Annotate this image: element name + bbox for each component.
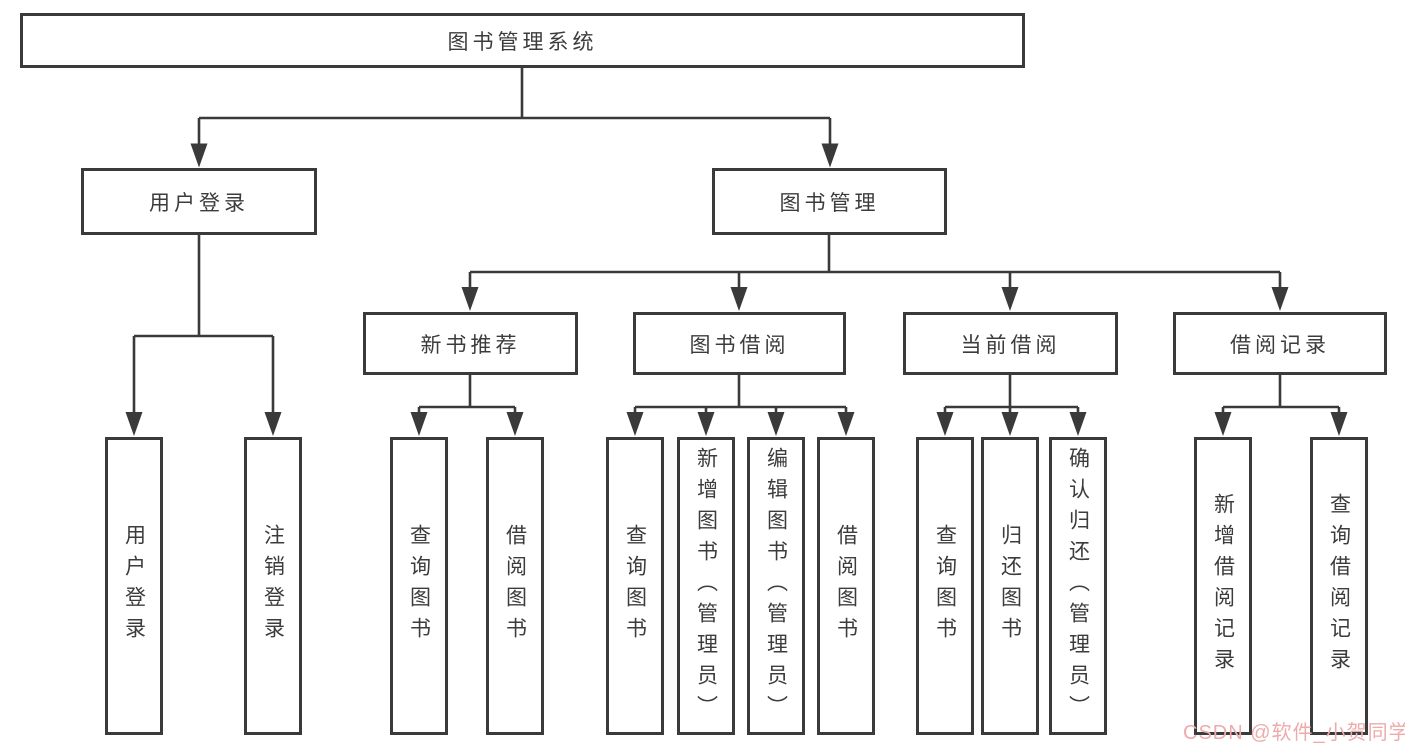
leaf-borrow-books-borrowing-label: 借阅图书: [834, 524, 858, 648]
leaf-logout-login-label: 注销登录: [261, 524, 285, 648]
leaf-query-borrow-record-label: 查询借阅记录: [1327, 493, 1351, 679]
connector-borrow-records-children: [1214, 375, 1348, 436]
leaf-edit-book-admin-label: 编辑图书（管理员）: [764, 446, 788, 726]
connector-user-login-children: [125, 235, 282, 436]
node-book-borrowing-label: 图书借阅: [689, 333, 790, 357]
node-new-book-recommend-label: 新书推荐: [420, 333, 521, 357]
node-current-borrowing-label: 当前借阅: [960, 333, 1061, 357]
connector-book-management-children: [461, 234, 1289, 311]
leaf-confirm-return-admin: 确认归还（管理员）: [1049, 437, 1107, 735]
leaf-add-book-admin-label: 新增图书（管理员）: [694, 446, 718, 726]
leaf-query-books-recommend: 查询图书: [390, 437, 448, 735]
node-borrow-records: 借阅记录: [1173, 312, 1387, 375]
leaf-confirm-return-admin-label: 确认归还（管理员）: [1066, 446, 1090, 726]
node-borrow-records-label: 借阅记录: [1230, 333, 1330, 357]
node-book-management-label: 图书管理: [779, 191, 880, 215]
leaf-return-books: 归还图书: [981, 437, 1039, 735]
leaf-borrow-books-borrowing: 借阅图书: [817, 437, 875, 735]
leaf-borrow-books-recommend-label: 借阅图书: [503, 524, 527, 648]
node-current-borrowing: 当前借阅: [903, 312, 1118, 375]
leaf-borrow-books-recommend: 借阅图书: [486, 437, 544, 735]
leaf-query-books-recommend-label: 查询图书: [407, 524, 431, 648]
leaf-user-login-label: 用户登录: [122, 524, 146, 648]
node-root: 图书管理系统: [20, 13, 1025, 68]
leaf-user-login: 用户登录: [105, 437, 163, 735]
leaf-logout-login: 注销登录: [244, 437, 302, 735]
connector-root-to-level2: [190, 68, 839, 168]
node-root-label: 图书管理系统: [447, 30, 598, 54]
leaf-query-books-current-label: 查询图书: [933, 524, 957, 648]
node-user-login: 用户登录: [81, 168, 317, 235]
csdn-watermark: CSDN @软件_小贺同学: [1183, 722, 1405, 744]
leaf-add-book-admin: 新增图书（管理员）: [677, 437, 735, 735]
connector-current-borrowing-children: [936, 375, 1087, 436]
connector-new-book-recommend-children: [410, 375, 524, 436]
leaf-query-books-current: 查询图书: [916, 437, 974, 735]
leaf-query-books-borrowing-label: 查询图书: [623, 524, 647, 648]
leaf-edit-book-admin: 编辑图书（管理员）: [747, 437, 805, 735]
leaf-return-books-label: 归还图书: [998, 524, 1022, 648]
leaf-query-borrow-record: 查询借阅记录: [1310, 437, 1368, 735]
connector-book-borrowing-children: [626, 375, 855, 436]
node-new-book-recommend: 新书推荐: [363, 312, 578, 375]
leaf-add-borrow-record-label: 新增借阅记录: [1211, 493, 1235, 679]
node-book-borrowing: 图书借阅: [633, 312, 846, 375]
node-book-management: 图书管理: [712, 168, 947, 235]
leaf-query-books-borrowing: 查询图书: [606, 437, 664, 735]
leaf-add-borrow-record: 新增借阅记录: [1194, 437, 1252, 735]
node-user-login-label: 用户登录: [149, 191, 249, 215]
